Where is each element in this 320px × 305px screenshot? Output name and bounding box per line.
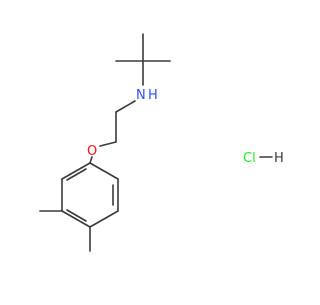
bond-n-to-ch2 (115, 100, 136, 113)
hcl-hydrogen-label: H (274, 151, 284, 166)
ring-bond-1 (89, 162, 119, 180)
molecule-drawing: N H O Cl H (39, 33, 284, 252)
ring-double-2 (66, 209, 87, 222)
ring-bond-4 (61, 210, 91, 228)
ring-bond-3 (89, 210, 119, 228)
ring-bond-6 (61, 162, 91, 180)
nh-hydrogen-label: H (148, 88, 158, 103)
chlorine-label: Cl (243, 151, 256, 166)
ring-double-3 (66, 168, 87, 181)
oxygen-label: O (87, 144, 97, 159)
bond-o-to-ring (89, 156, 93, 164)
bond-ch2-to-o (99, 141, 117, 147)
nitrogen-label: N (136, 88, 146, 103)
structure-canvas: N H O Cl H (39, 33, 284, 252)
bond-set (39, 33, 273, 252)
